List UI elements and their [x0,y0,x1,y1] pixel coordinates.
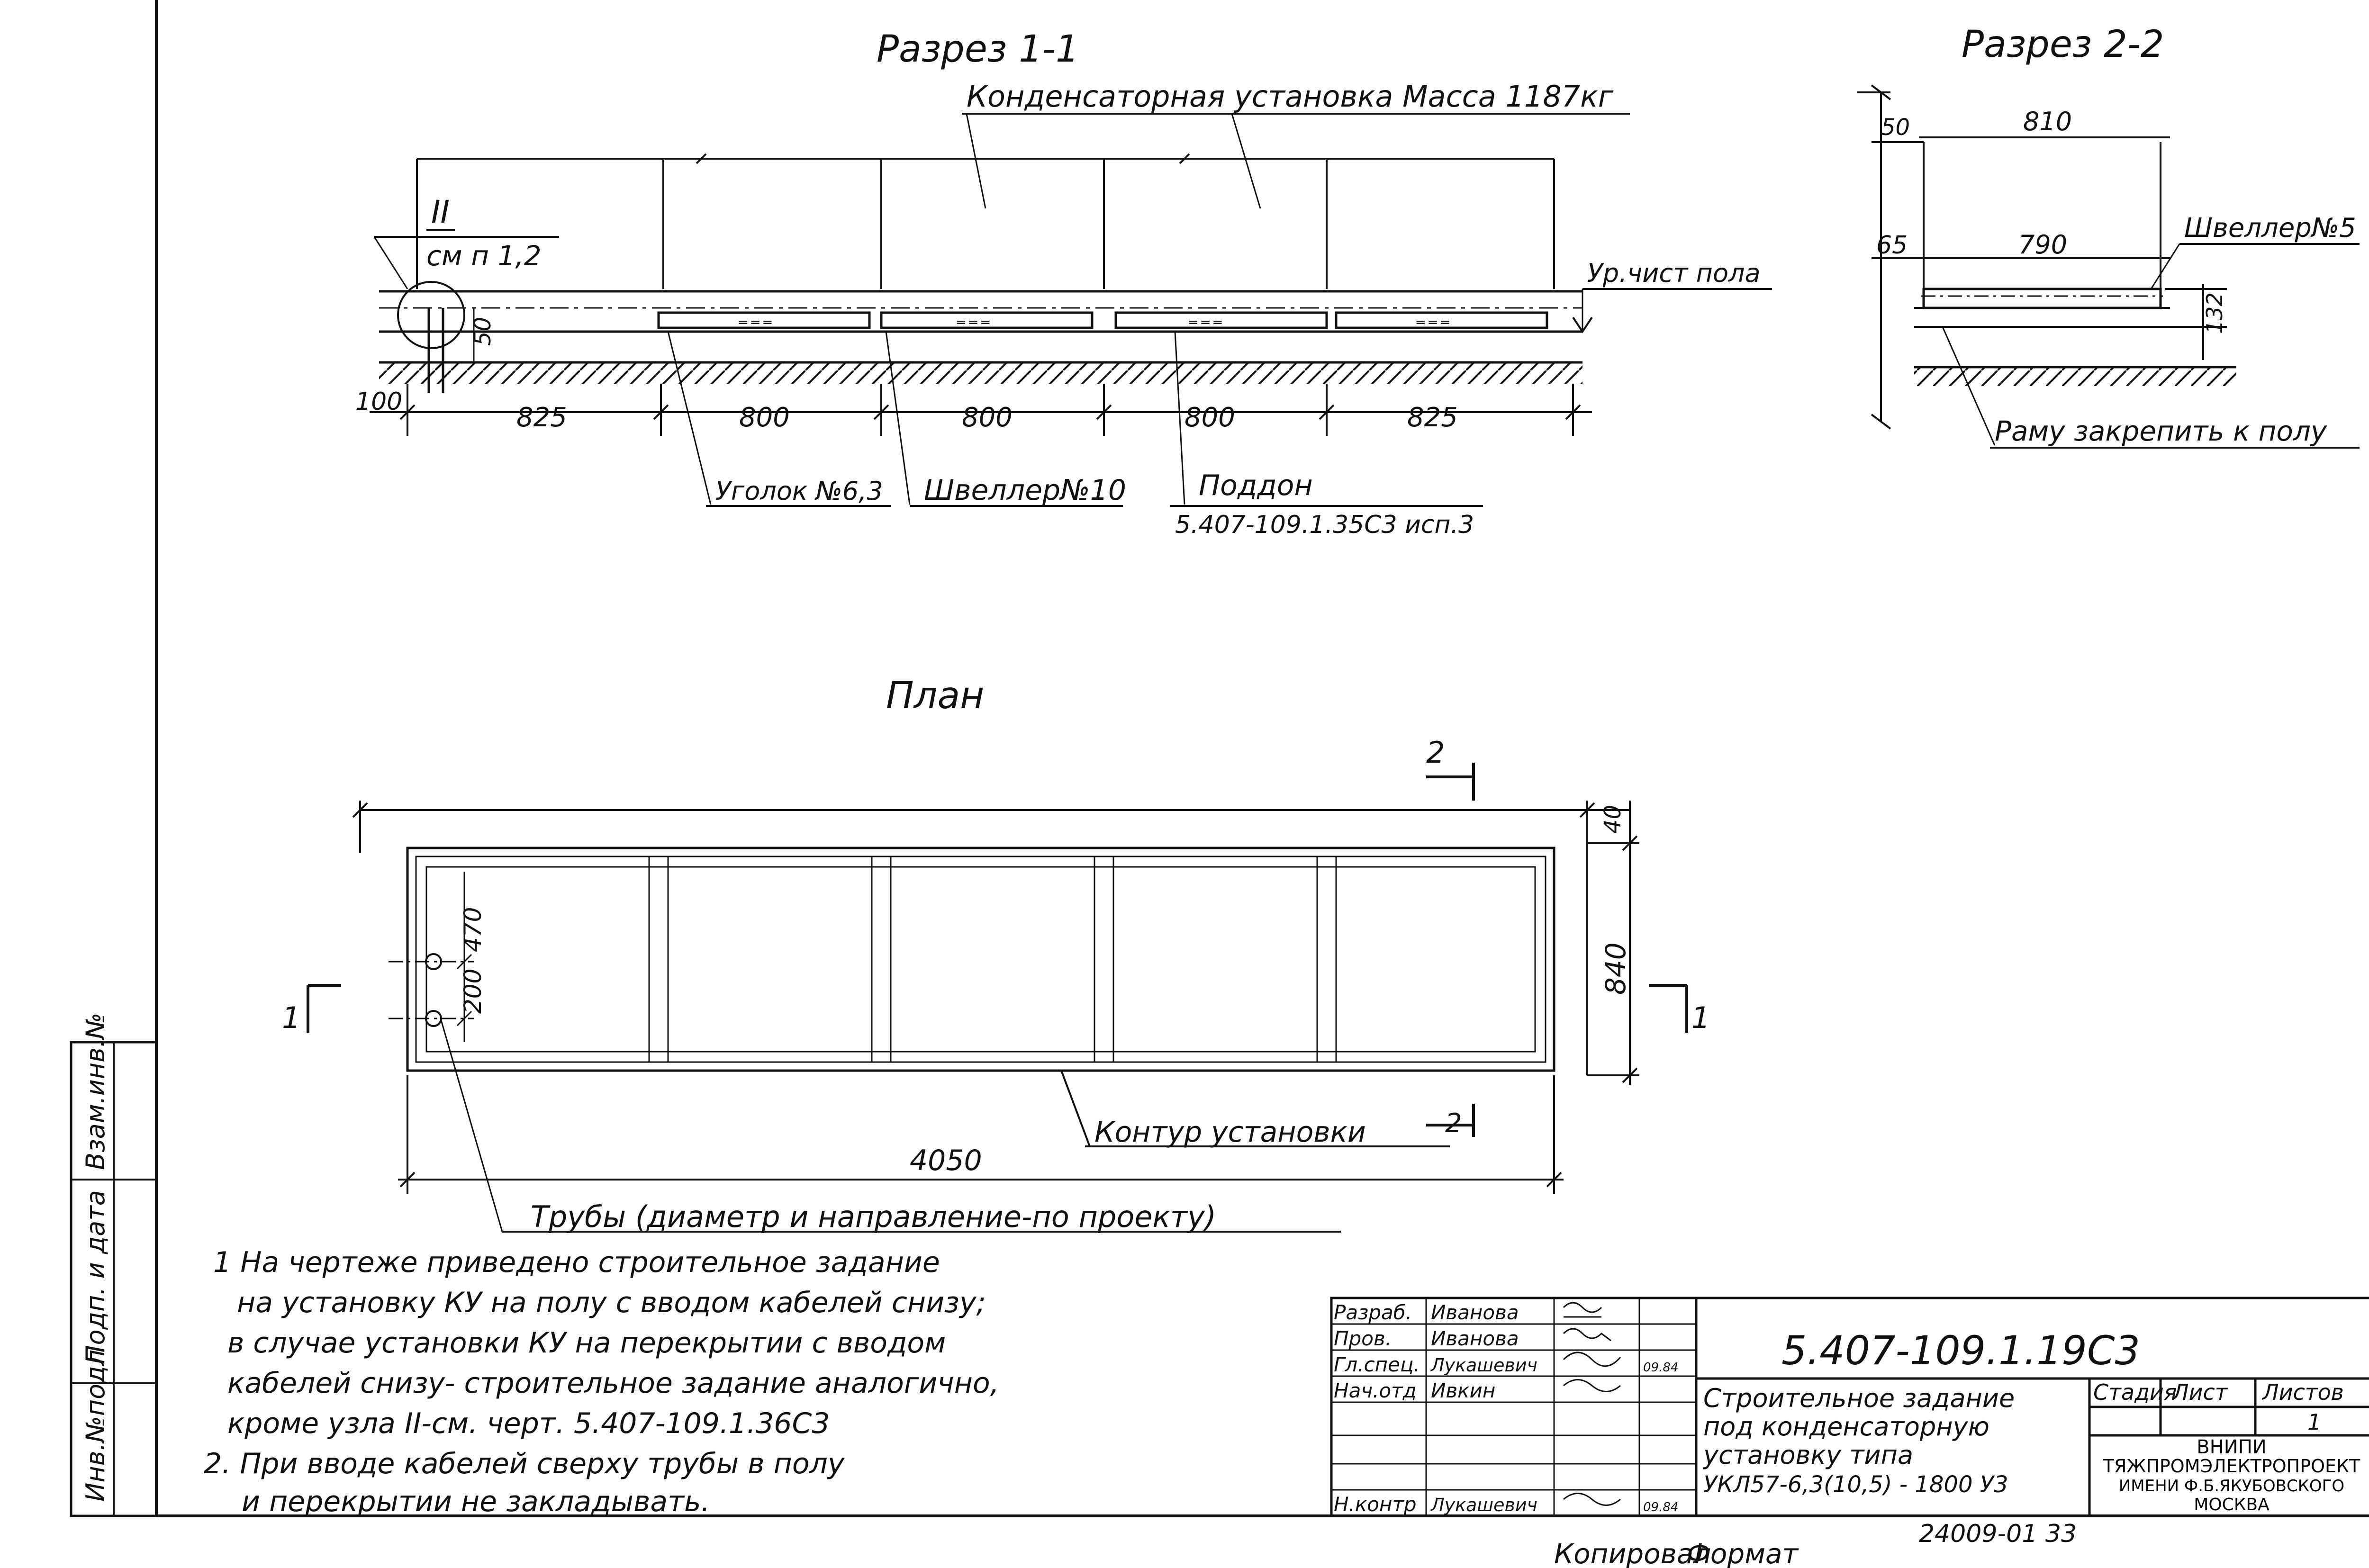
tb-name-4: Лукашевич [1430,1495,1537,1515]
unit-label: Конденсаторная установка Масса 1187кг [967,79,1614,114]
note-line-6: 2. При вводе кабелей сверху трубы в полу [204,1447,845,1480]
svg-text:═ ═ ═: ═ ═ ═ [957,315,990,330]
leader-channel: Швеллер№10 [924,474,1126,507]
stamp-sign-date: Подп. и дата [81,1190,110,1364]
dim-200: 200 [459,969,487,1014]
tb-name-2: Лукашевич [1430,1355,1537,1376]
title-block: Разраб. Иванова Пров. Иванова Гл.спец. Л… [1330,1297,2369,1548]
tb-role-0: Разраб. [1334,1301,1412,1324]
dim-800-c: 800 [1184,402,1235,433]
section-1-title: Разрез 1-1 [877,28,1079,71]
leader-tray: Поддон [1199,469,1313,502]
tb-name-3: Ивкин [1431,1379,1495,1402]
svg-text:═ ═ ═: ═ ═ ═ [1189,315,1222,330]
cut-1-right: 1 [1691,1000,1710,1035]
tb-role-4: Н.контр [1334,1493,1417,1516]
format-label: Формат [1687,1538,1799,1568]
base-frame [379,290,1582,333]
cut-2-bottom: 2 [1445,1108,1462,1139]
tray-ref: 5.407-109.1.35С3 исп.3 [1175,511,1474,539]
section-2-title: Разрез 2-2 [1962,23,2164,66]
dim-100: 100 [355,387,402,416]
tb-date-2: 09.84 [1643,1361,1678,1375]
leader-angle: Уголок №6,3 [715,476,883,506]
tb-name-0: Иванова [1431,1301,1519,1324]
contour-label: Контур установки [1094,1116,1366,1149]
note-line-5: кроме узла II-см. черт. 5.407-109.1.36С3 [227,1407,830,1440]
org-line-3: ИМЕНИ Ф.Б.ЯКУБОВСКОГО [2119,1477,2344,1496]
cut-2-top: 2 [1426,735,1445,770]
leaders-s1 [667,331,1483,507]
tb-desc-3: установку типа [1702,1440,1913,1470]
dim-825-left: 825 [516,402,567,433]
tb-role-3: Нач.отд [1334,1379,1417,1402]
dim-800-b: 800 [962,402,1013,433]
stamp-inv-number: Инв.№подл [81,1350,110,1502]
tb-desc-4: УКЛ57-6,3(10,5) - 1800 У3 [1703,1471,2008,1498]
ground-hatch [379,362,1582,384]
dim-chain-s1 [370,384,1592,436]
doc-number: 5.407-109.1.19С3 [1781,1327,2140,1374]
plan-view: План 40 840 [282,675,1710,1234]
org-line-1: ВНИПИ [2197,1436,2266,1458]
dim-790: 790 [2018,230,2067,260]
node-mark: II [431,194,450,230]
tb-desc-2: под конденсаторную [1703,1412,1989,1442]
signatures [1563,1302,1621,1506]
tb-sheets-header: Листов [2261,1379,2344,1405]
fix-note: Раму закрепить к полу [1995,415,2327,447]
pipes [389,872,1341,1233]
node-ii: II см п 1,2 [373,194,559,393]
svg-text:═ ═ ═: ═ ═ ═ [739,315,772,330]
pipes-label: Трубы (диаметр и направление-по проекту) [531,1199,1216,1234]
node-ref: см п 1,2 [426,240,542,272]
tb-role-1: Пров. [1334,1327,1392,1350]
tb-date-4: 09.84 [1643,1500,1678,1514]
dim-825-right: 825 [1407,402,1458,433]
dim-470: 470 [459,907,487,952]
org-line-2: ТЯЖПРОМЭЛЕКТРОПРОЕКТ [2103,1456,2360,1477]
notes: 1 На чертеже приведено строительное зада… [204,1246,999,1518]
side-stamp: Инв.№подл Подп. и дата Взам.инв.№ [70,1013,158,1517]
tb-name-1: Иванова [1431,1327,1519,1350]
dim-800-a: 800 [739,402,790,433]
unit-leader-1 [966,113,986,209]
cut-markers [307,763,1688,1137]
dim-810: 810 [2023,107,2072,136]
tb-desc-1: Строительное задание [1703,1383,2015,1413]
cut-1-left: 1 [282,1000,300,1035]
copied-by-label: Копировал [1554,1538,1711,1568]
unit-body [416,153,1555,289]
stamp-replace-inv: Взам.инв.№ [81,1013,110,1170]
dim-840: 840 [1600,942,1632,995]
tb-sheet-header: Лист [2171,1379,2228,1405]
unit-leader-2 [1231,113,1261,209]
note-line-4: кабелей снизу- строительное задание анал… [227,1367,999,1400]
dim-4050: 4050 [910,1144,982,1177]
dim-132: 132 [2202,292,2227,334]
org-line-4: МОСКВА [2194,1495,2270,1514]
dim-50-s1: 50 [470,317,496,346]
tb-stage-header: Стадия [2093,1379,2177,1405]
dim-65-s2: 65 [1876,231,1908,260]
plan-frame [406,847,1555,1072]
section-1-1: Разрез 1-1 Конденсаторная установка Масс… [355,28,1772,539]
dim-50-s2: 50 [1881,114,1910,141]
note-line-3: в случае установки КУ на перекрытии с вв… [227,1326,946,1360]
section-2-2: Разрез 2-2 50 65 810 790 132 Швелле [1857,23,2360,449]
archive-number: 24009-01 33 [1919,1520,2077,1548]
note-line-1: 1 На чертеже приведено строительное зада… [213,1246,940,1279]
svg-text:═ ═ ═: ═ ═ ═ [1416,315,1450,330]
note-line-2: на установку КУ на полу с вводом кабелей… [237,1286,986,1319]
dim-40: 40 [1600,805,1626,834]
channel-5-label: Швеллер№5 [2184,213,2356,243]
tb-role-2: Гл.спец. [1334,1353,1420,1376]
plan-title: План [886,675,984,717]
note-line-7: и перекрытии не закладывать. [242,1485,710,1518]
floor-level-label: Ур.чист пола [1587,258,1761,288]
tb-sheets-value: 1 [2307,1409,2321,1435]
